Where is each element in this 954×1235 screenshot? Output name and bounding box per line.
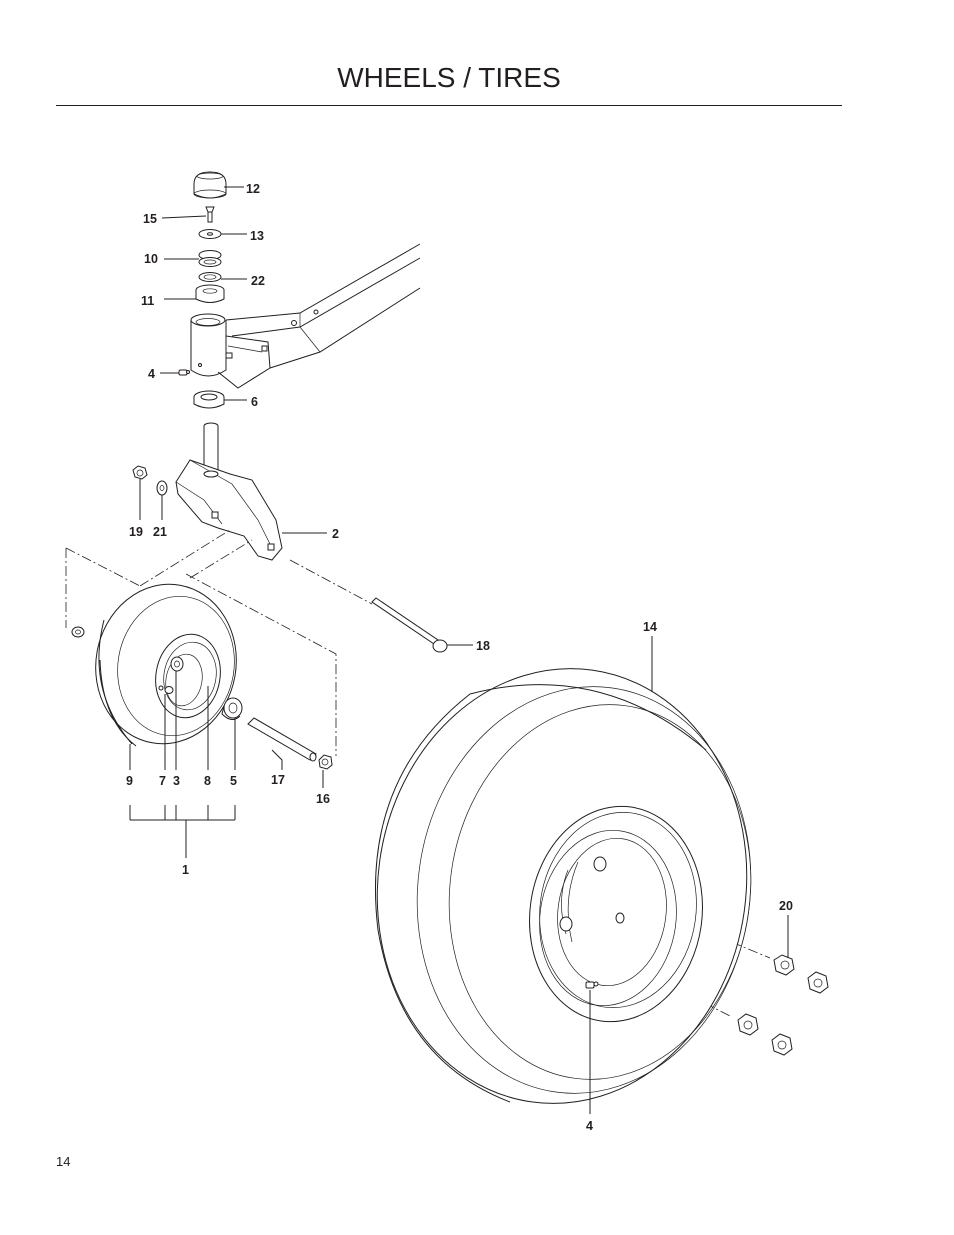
dust-cap-part-12 bbox=[193, 171, 227, 199]
caster-wheel-assembly-1 bbox=[71, 583, 243, 747]
callout-1: 1 bbox=[182, 863, 189, 877]
bearing-part-6 bbox=[193, 390, 225, 409]
page-number: 14 bbox=[56, 1154, 71, 1169]
leader-lines bbox=[129, 186, 789, 1114]
washer-part-21 bbox=[156, 480, 168, 496]
callout-10: 10 bbox=[144, 252, 158, 266]
grease-fitting-part-4-upper bbox=[178, 369, 190, 376]
callout-11: 11 bbox=[141, 294, 154, 308]
lug-nuts-part-20 bbox=[737, 954, 829, 1056]
callout-20: 20 bbox=[779, 899, 793, 913]
drive-tire-part-14 bbox=[375, 668, 752, 1104]
callout-4-upper: 4 bbox=[148, 367, 155, 381]
callout-9: 9 bbox=[126, 774, 133, 788]
callout-2: 2 bbox=[332, 527, 339, 541]
caster-fork-part-2 bbox=[175, 422, 283, 561]
grease-fitting-part-15 bbox=[205, 206, 215, 223]
locknut-part-16 bbox=[318, 754, 333, 770]
callout-13: 13 bbox=[250, 229, 264, 243]
caster-frame-arm bbox=[217, 243, 421, 389]
page-title: WHEELS / TIRES bbox=[337, 62, 561, 93]
spacer-tube-part-17 bbox=[247, 717, 317, 762]
callout-22: 22 bbox=[251, 274, 265, 288]
axle-bolt-part-18 bbox=[371, 597, 448, 653]
callout-19: 19 bbox=[129, 525, 143, 539]
title-divider bbox=[56, 105, 842, 106]
spacer-part-22 bbox=[198, 272, 222, 282]
callout-7: 7 bbox=[159, 774, 166, 788]
seal-part-10 bbox=[198, 250, 222, 267]
caster-housing bbox=[190, 313, 227, 377]
bearing-part-11 bbox=[195, 284, 225, 303]
callout-14: 14 bbox=[643, 620, 657, 634]
callout-18: 18 bbox=[476, 639, 490, 653]
callout-21: 21 bbox=[153, 525, 167, 539]
locknut-part-19 bbox=[132, 465, 148, 480]
washer-part-13 bbox=[198, 229, 222, 239]
callout-5: 5 bbox=[230, 774, 237, 788]
callout-12: 12 bbox=[246, 182, 260, 196]
callout-16: 16 bbox=[316, 792, 330, 806]
callout-3: 3 bbox=[173, 774, 180, 788]
callout-17: 17 bbox=[271, 773, 285, 787]
callout-15: 15 bbox=[143, 212, 157, 226]
callout-labels: 12 15 13 10 22 11 4 6 19 21 2 18 14 9 7 … bbox=[126, 182, 793, 1133]
callout-6: 6 bbox=[251, 395, 258, 409]
callout-8: 8 bbox=[204, 774, 211, 788]
callout-4-lower: 4 bbox=[586, 1119, 593, 1133]
